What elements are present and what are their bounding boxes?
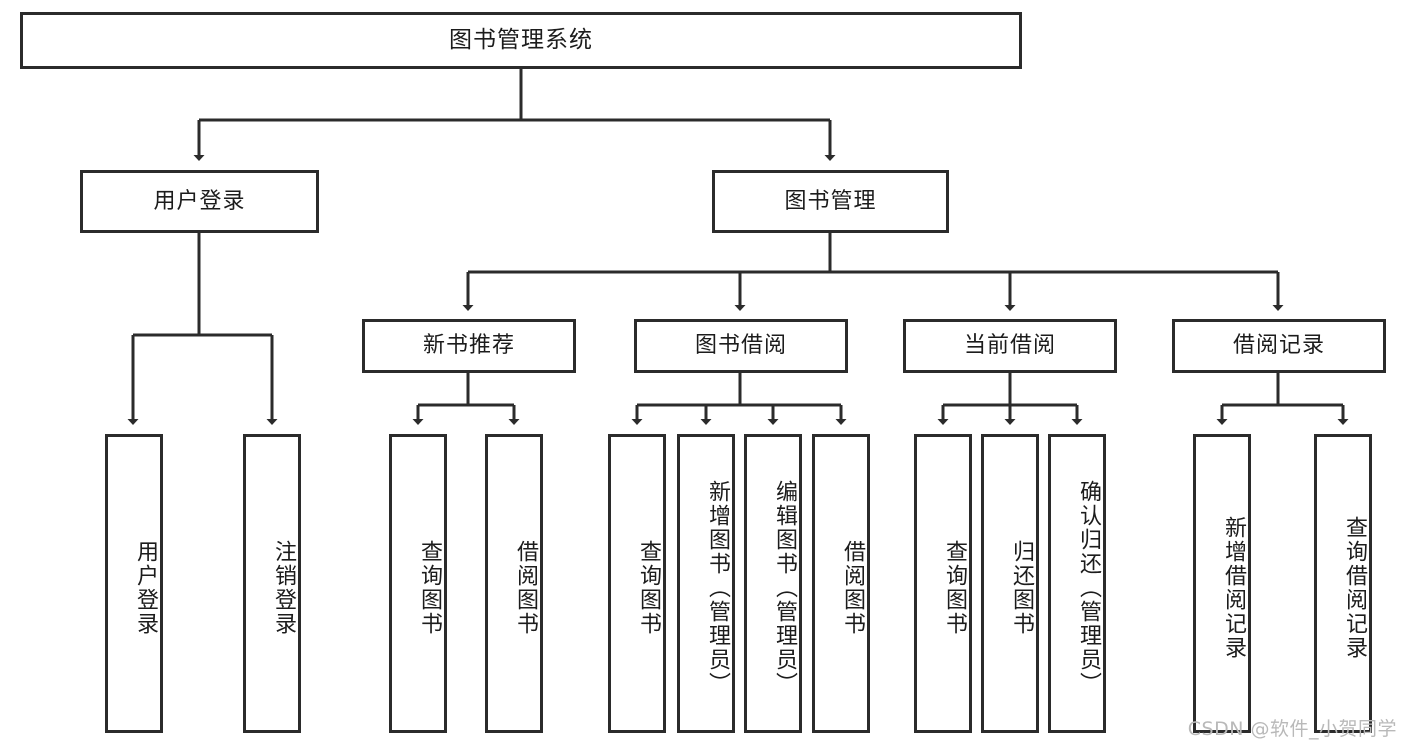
node-leaf-bb-edit-book-admin[interactable]: 编辑图书（管理员） <box>744 434 802 733</box>
node-leaf-br-add-record[interactable]: 新增借阅记录 <box>1193 434 1251 733</box>
node-label: 查询借阅记录 <box>1342 515 1367 660</box>
node-leaf-nb-borrow-book[interactable]: 借阅图书 <box>485 434 543 733</box>
node-label: 确认归还（管理员） <box>1076 479 1101 696</box>
node-label: 当前借阅 <box>963 333 1056 359</box>
node-label: 查询图书 <box>636 539 661 636</box>
node-label: 编辑图书（管理员） <box>772 479 797 696</box>
node-label: 借阅图书 <box>840 539 865 636</box>
node-label: 图书管理 <box>784 188 877 214</box>
node-leaf-bb-query-book[interactable]: 查询图书 <box>608 434 666 733</box>
node-leaf-logout[interactable]: 注销登录 <box>243 434 301 733</box>
node-label: 图书管理系统 <box>449 27 593 54</box>
node-leaf-cb-confirm-return-admin[interactable]: 确认归还（管理员） <box>1048 434 1106 733</box>
node-leaf-br-query-record[interactable]: 查询借阅记录 <box>1314 434 1372 733</box>
node-submodule-borrow-record[interactable]: 借阅记录 <box>1172 319 1386 373</box>
node-label: 借阅记录 <box>1232 333 1325 359</box>
node-leaf-bb-add-book-admin[interactable]: 新增图书（管理员） <box>677 434 735 733</box>
node-submodule-current-borrow[interactable]: 当前借阅 <box>903 319 1117 373</box>
node-submodule-book-borrow[interactable]: 图书借阅 <box>634 319 848 373</box>
node-label: 查询图书 <box>942 539 967 636</box>
node-label: 图书借阅 <box>694 333 787 359</box>
node-label: 注销登录 <box>271 539 296 636</box>
node-label: 借阅图书 <box>513 539 538 636</box>
node-submodule-new-book-recommend[interactable]: 新书推荐 <box>362 319 576 373</box>
node-label: 查询图书 <box>417 539 442 636</box>
node-leaf-bb-borrow-book[interactable]: 借阅图书 <box>812 434 870 733</box>
node-label: 归还图书 <box>1009 539 1034 636</box>
node-leaf-cb-query-book[interactable]: 查询图书 <box>914 434 972 733</box>
node-label: 新增图书（管理员） <box>705 479 730 696</box>
node-leaf-cb-return-book[interactable]: 归还图书 <box>981 434 1039 733</box>
node-label: 新增借阅记录 <box>1221 515 1246 660</box>
node-label: 用户登录 <box>133 539 158 636</box>
node-leaf-user-login[interactable]: 用户登录 <box>105 434 163 733</box>
node-leaf-nb-query-book[interactable]: 查询图书 <box>389 434 447 733</box>
node-module-book-management[interactable]: 图书管理 <box>712 170 949 233</box>
node-module-user-login[interactable]: 用户登录 <box>80 170 319 233</box>
watermark-text: CSDN @软件_小贺同学 <box>1187 718 1397 740</box>
node-label: 用户登录 <box>153 188 246 214</box>
node-label: 新书推荐 <box>422 333 515 359</box>
node-root-system[interactable]: 图书管理系统 <box>20 12 1022 69</box>
